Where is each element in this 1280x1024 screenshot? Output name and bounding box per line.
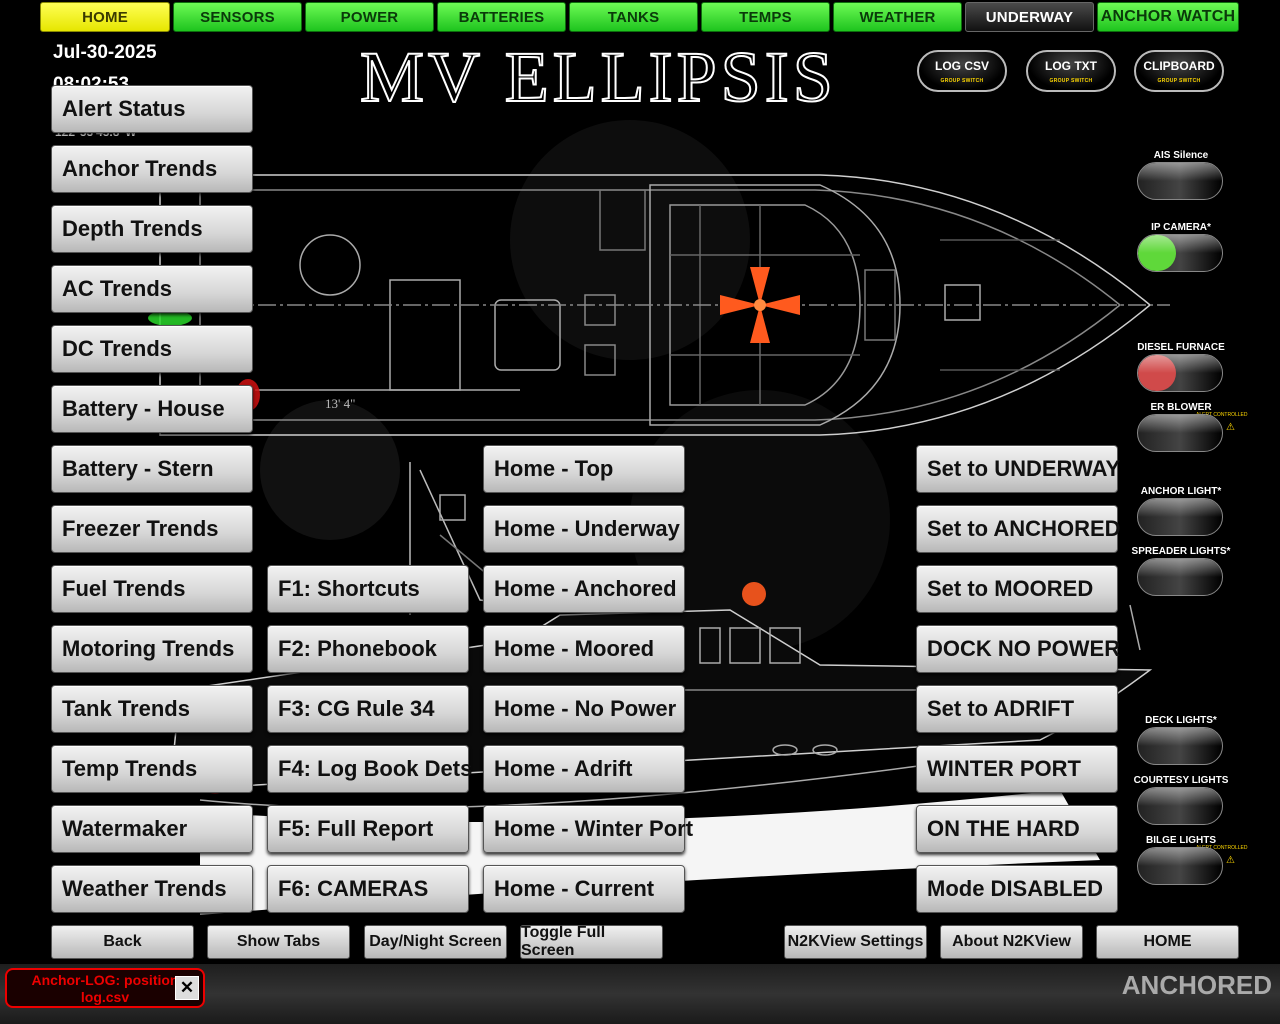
home-no-power-button[interactable]: Home - No Power: [483, 685, 685, 733]
hull-top-view: [159, 174, 1170, 436]
dimension-label: 13' 4": [325, 396, 355, 411]
f3-cg-rule-button[interactable]: F3: CG Rule 34: [267, 685, 469, 733]
bilge-lights-warning-icon: ⚠: [1226, 855, 1235, 866]
anchor-light-label: ANCHOR LIGHT*: [1140, 486, 1222, 497]
dock-no-power-button[interactable]: DOCK NO POWER: [916, 625, 1120, 673]
log-txt-label: LOG TXT: [1045, 58, 1097, 73]
battery-stern-button[interactable]: Battery - Stern: [51, 445, 253, 493]
diesel-furnace-label: DIESEL FURNACE: [1137, 342, 1225, 353]
home-bottom-button[interactable]: HOME: [1096, 925, 1239, 959]
home-winter-port-button[interactable]: Home - Winter Port: [483, 805, 693, 853]
tab-home[interactable]: HOME: [40, 2, 170, 32]
tab-underway[interactable]: UNDERWAY: [965, 2, 1094, 32]
n2kview-settings-button[interactable]: N2KView Settings: [784, 925, 927, 959]
er-blower-label: ER BLOWER: [1150, 402, 1212, 413]
day-night-button[interactable]: Day/Night Screen: [364, 925, 507, 959]
on-the-hard-button[interactable]: ON THE HARD: [916, 805, 1118, 853]
tab-power[interactable]: POWER: [305, 2, 434, 32]
courtesy-lights-toggle[interactable]: [1137, 787, 1223, 825]
about-n2kview-button[interactable]: About N2KView: [940, 925, 1083, 959]
home-moored-button[interactable]: Home - Moored: [483, 625, 685, 673]
back-button[interactable]: Back: [51, 925, 194, 959]
bilge-lights-toggle[interactable]: [1137, 847, 1223, 885]
anchor-position-marker: [720, 267, 800, 343]
tab-temps[interactable]: TEMPS: [701, 2, 830, 32]
er-blower-alert-note: ALERT CONTROLLED: [1196, 412, 1248, 418]
ais-silence-label: AIS Silence: [1153, 150, 1209, 161]
date-display: Jul-30-2025: [53, 42, 157, 63]
weather-trends-button[interactable]: Weather Trends: [51, 865, 253, 913]
f6-cameras-button[interactable]: F6: CAMERAS: [267, 865, 469, 913]
ac-trends-button[interactable]: AC Trends: [51, 265, 253, 313]
ip-camera-toggle[interactable]: [1137, 234, 1223, 272]
temp-trends-button[interactable]: Temp Trends: [51, 745, 253, 793]
log-csv-label: LOG CSV: [934, 58, 989, 73]
bilge-lights-label: BILGE LIGHTS: [1146, 835, 1216, 846]
show-tabs-button[interactable]: Show Tabs: [207, 925, 350, 959]
clipboard-label: CLIPBOARD: [1143, 58, 1215, 73]
depth-trends-button[interactable]: Depth Trends: [51, 205, 253, 253]
tank-trends-button[interactable]: Tank Trends: [51, 685, 253, 733]
diesel-furnace-toggle[interactable]: [1137, 354, 1223, 392]
set-anchored-button[interactable]: Set to ANCHORED: [916, 505, 1121, 553]
f1-shortcuts-button[interactable]: F1: Shortcuts: [267, 565, 469, 613]
fuel-trends-button[interactable]: Fuel Trends: [51, 565, 253, 613]
er-blower-warning-icon: ⚠: [1226, 422, 1235, 433]
home-adrift-button[interactable]: Home - Adrift: [483, 745, 685, 793]
toggle-fullscreen-button[interactable]: Toggle Full Screen: [520, 924, 663, 959]
deck-lights-label: DECK LIGHTS*: [1145, 715, 1217, 726]
battery-house-button[interactable]: Battery - House: [51, 385, 253, 433]
f4-log-book-button[interactable]: F4: Log Book Dets: [267, 745, 472, 793]
log-csv-sub: GROUP SWITCH: [940, 77, 984, 84]
home-top-button[interactable]: Home - Top: [483, 445, 685, 493]
bilge-lights-alert-note: ALERT CONTROLLED: [1196, 845, 1248, 851]
clipboard-button[interactable]: CLIPBOARD GROUP SWITCH: [1134, 50, 1224, 92]
f2-phonebook-button[interactable]: F2: Phonebook: [267, 625, 469, 673]
home-current-button[interactable]: Home - Current: [483, 865, 685, 913]
courtesy-lights-label: COURTESY LIGHTS: [1133, 775, 1229, 786]
freezer-trends-button[interactable]: Freezer Trends: [51, 505, 253, 553]
spreader-lights-toggle[interactable]: [1137, 558, 1223, 596]
log-csv-button[interactable]: LOG CSV GROUP SWITCH: [917, 50, 1007, 92]
clipboard-sub: GROUP SWITCH: [1157, 77, 1201, 84]
set-moored-button[interactable]: Set to MOORED: [916, 565, 1118, 613]
ip-camera-label: IP CAMERA*: [1151, 222, 1211, 233]
alert-status-button[interactable]: Alert Status: [51, 85, 253, 133]
watermaker-button[interactable]: Watermaker: [51, 805, 253, 853]
er-blower-toggle[interactable]: [1137, 414, 1223, 452]
mode-disabled-button[interactable]: Mode DISABLED: [916, 865, 1118, 913]
log-txt-sub: GROUP SWITCH: [1049, 77, 1093, 84]
close-icon[interactable]: ✕: [175, 976, 199, 1000]
anchor-trends-button[interactable]: Anchor Trends: [51, 145, 253, 193]
set-underway-button[interactable]: Set to UNDERWAY: [916, 445, 1120, 493]
tab-tanks[interactable]: TANKS: [569, 2, 698, 32]
log-txt-button[interactable]: LOG TXT GROUP SWITCH: [1026, 50, 1116, 92]
motoring-trends-button[interactable]: Motoring Trends: [51, 625, 253, 673]
spreader-lights-label: SPREADER LIGHTS*: [1131, 546, 1231, 557]
vessel-name: MV ELLIPSIS: [359, 36, 837, 118]
home-anchored-button[interactable]: Home - Anchored: [483, 565, 685, 613]
set-adrift-button[interactable]: Set to ADRIFT: [916, 685, 1118, 733]
ais-silence-toggle[interactable]: [1137, 162, 1223, 200]
top-tab-bar: HOME SENSORS POWER BATTERIES TANKS TEMPS…: [40, 2, 1242, 34]
tab-batteries[interactable]: BATTERIES: [437, 2, 566, 32]
boat-mode-status: ANCHORED: [1121, 970, 1272, 1000]
tab-weather[interactable]: WEATHER: [833, 2, 962, 32]
tab-sensors[interactable]: SENSORS: [173, 2, 302, 32]
anchor-light-toggle[interactable]: [1137, 498, 1223, 536]
status-bar: [0, 964, 1280, 1024]
alert-notification[interactable]: Anchor-LOG: position log.csv: [5, 968, 205, 1008]
deck-lights-toggle[interactable]: [1137, 727, 1223, 765]
winter-port-button[interactable]: WINTER PORT: [916, 745, 1118, 793]
tab-anchor-watch[interactable]: ANCHOR WATCH: [1097, 2, 1239, 32]
dc-trends-button[interactable]: DC Trends: [51, 325, 253, 373]
f5-full-report-button[interactable]: F5: Full Report: [267, 805, 469, 853]
home-underway-button[interactable]: Home - Underway: [483, 505, 685, 553]
